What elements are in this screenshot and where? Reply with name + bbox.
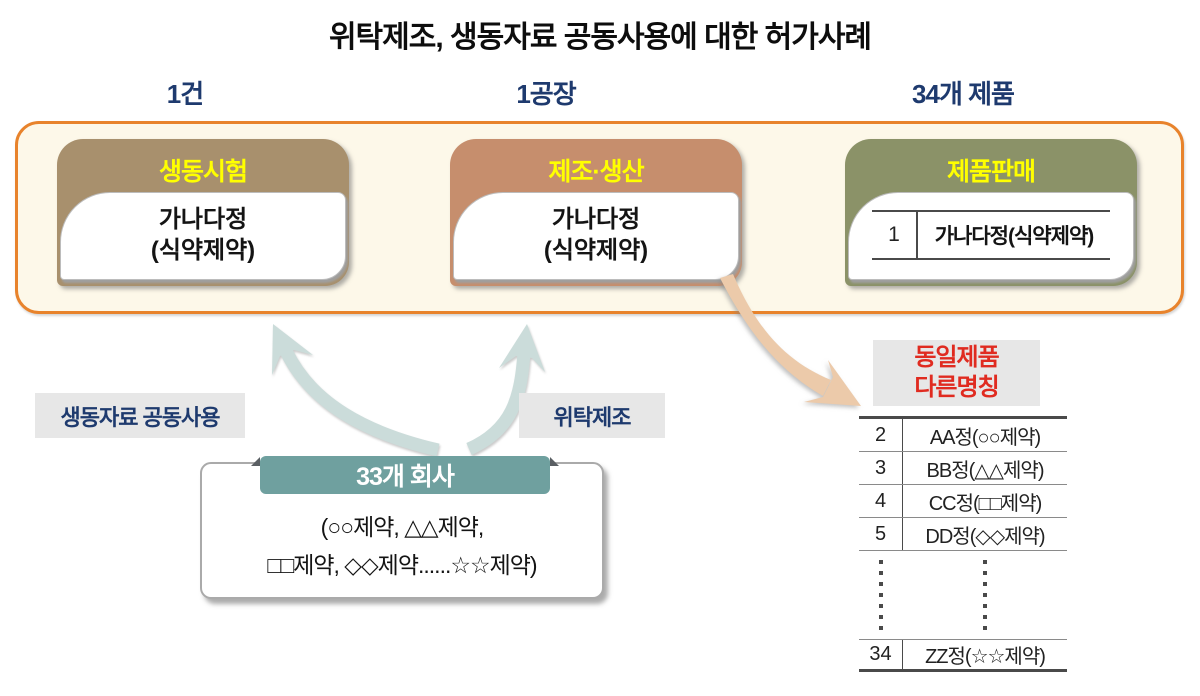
table-row: 3 BB정(△△제약)	[859, 452, 1067, 485]
badge-fold-left	[251, 457, 260, 466]
row-no: 1	[872, 212, 918, 258]
row-no: 4	[859, 485, 903, 517]
same-product-label-line2: 다른명칭	[914, 374, 999, 401]
card-manufacturing: 제조·생산 가나다정 (식약제약)	[450, 139, 742, 286]
card-product-sales: 제품판매 1 가나다정(식약제약)	[845, 139, 1137, 286]
row-no: 2	[859, 419, 903, 451]
count-label-cases: 1건	[166, 79, 204, 109]
same-product-label: 동일제품 다른명칭	[873, 340, 1040, 406]
company-box: 33개 회사 (○○제약, △△제약, □□제약, ◇◇제약......☆☆제약…	[200, 456, 604, 599]
company-count-badge: 33개 회사	[260, 456, 550, 494]
flow-label-shared-bio-data: 생동자료 공동사용	[35, 393, 245, 438]
company-list-line: (○○제약, △△제약,	[320, 514, 485, 540]
shared-bio-arrow-icon	[280, 348, 440, 457]
shared-bio-arrowhead-icon	[272, 324, 313, 375]
table-row: 2 AA정(○○제약)	[859, 419, 1067, 452]
table-row-ellipsis	[859, 551, 1067, 640]
card-manufacturing-header: 제조·생산	[548, 158, 644, 186]
card-bio-test: 생동시험 가나다정 (식약제약)	[57, 139, 349, 286]
row-name: 가나다정(식약제약)	[934, 225, 1095, 248]
count-label-products: 34개 제품	[912, 79, 1015, 109]
row-name: DD정(◇◇제약)	[925, 525, 1045, 548]
badge-fold-right	[550, 457, 559, 466]
contract-mfg-arrow-icon	[466, 351, 531, 455]
company-name: (식약제약)	[150, 237, 256, 264]
product-name-table: 2 AA정(○○제약) 3 BB정(△△제약) 4 CC정(□□제약) 5 DD…	[859, 416, 1067, 672]
ellipsis-dots	[859, 551, 902, 639]
company-list-line: □□제약, ◇◇제약......☆☆제약)	[267, 552, 537, 578]
count-label-factory: 1공장	[516, 79, 576, 109]
company-name: (식약제약)	[543, 237, 649, 264]
card-manufacturing-body: 가나다정 (식약제약)	[453, 192, 739, 280]
table-row: 4 CC정(□□제약)	[859, 485, 1067, 518]
card-bio-test-body: 가나다정 (식약제약)	[60, 192, 346, 280]
product-sales-table: 1 가나다정(식약제약)	[872, 210, 1110, 260]
row-name: ZZ정(☆☆제약)	[925, 646, 1046, 668]
row-no: 34	[859, 640, 903, 669]
row-name: CC정(□□제약)	[928, 492, 1043, 515]
card-bio-test-header: 생동시험	[158, 158, 248, 186]
page-title: 위탁제조, 생동자료 공동사용에 대한 허가사례	[328, 21, 872, 54]
row-no: 5	[859, 518, 903, 550]
contract-mfg-arrowhead-icon	[499, 324, 545, 372]
card-product-sales-header: 제품판매	[946, 158, 1036, 186]
flow-label-contract-mfg: 위탁제조	[519, 393, 665, 438]
table-row: 34 ZZ정(☆☆제약)	[859, 640, 1067, 669]
company-list: (○○제약, △△제약, □□제약, ◇◇제약......☆☆제약)	[202, 508, 602, 584]
row-no: 3	[859, 452, 903, 484]
card-product-sales-body: 1 가나다정(식약제약)	[848, 192, 1134, 280]
product-name: 가나다정	[551, 206, 641, 233]
product-name: 가나다정	[158, 206, 248, 233]
same-product-label-line1: 동일제품	[914, 344, 999, 371]
table-row: 5 DD정(◇◇제약)	[859, 518, 1067, 551]
row-name: AA정(○○제약)	[929, 426, 1041, 449]
row-name: BB정(△△제약)	[926, 459, 1045, 482]
transfer-arrowhead-icon	[804, 360, 861, 406]
ellipsis-dots	[902, 551, 1067, 639]
